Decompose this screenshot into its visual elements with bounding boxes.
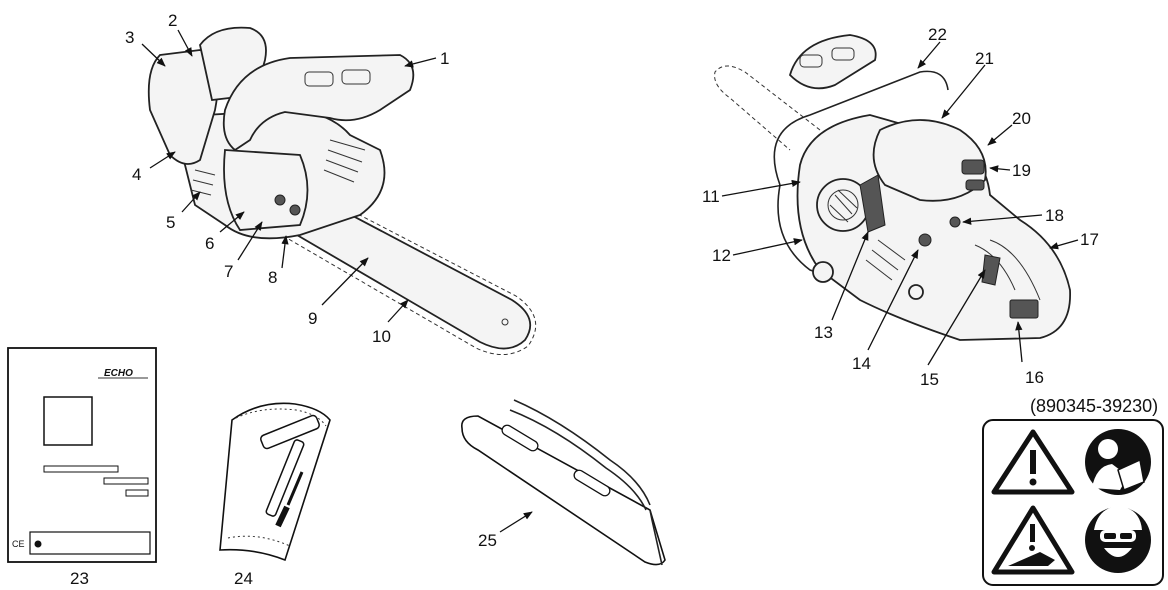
manual-brand-logo: ECHO [104, 368, 133, 379]
callout-25: 25 [478, 531, 497, 550]
callout-9: 9 [308, 309, 317, 328]
operators-manual: ECHO CE [7, 347, 157, 563]
callout-12: 12 [712, 246, 731, 265]
callout-17: 17 [1080, 230, 1099, 249]
callout-10: 10 [372, 327, 391, 346]
callout-19: 19 [1012, 161, 1031, 180]
callout-16: 16 [1025, 368, 1044, 387]
callout-3: 3 [125, 28, 134, 47]
callout-15: 15 [920, 370, 939, 389]
protective-gear-icon [1085, 506, 1151, 573]
warning-label [982, 419, 1164, 586]
callout-24: 24 [234, 569, 253, 588]
chainsaw-left-view [147, 26, 537, 355]
callout-8: 8 [268, 268, 277, 287]
callout-5: 5 [166, 213, 175, 232]
callout-13: 13 [814, 323, 833, 342]
callout-11: 11 [702, 187, 720, 206]
callout-6: 6 [205, 234, 214, 253]
combination-wrench-icon [260, 414, 320, 517]
manual-ce-mark: CE [12, 539, 25, 549]
guide-bar-cover [461, 399, 666, 566]
callout-23: 23 [70, 569, 89, 588]
callout-18: 18 [1045, 206, 1064, 225]
callout-4: 4 [132, 165, 141, 184]
callouts-left: 1 2 3 4 5 6 7 8 9 10 [125, 11, 449, 346]
read-manual-icon [1085, 429, 1151, 495]
kickback-warning-icon [991, 505, 1075, 575]
screwdriver-icon [275, 471, 304, 528]
callout-1: 1 [440, 49, 449, 68]
callouts-right: 11 12 13 14 15 16 17 18 19 20 21 22 [702, 25, 1099, 389]
warning-triangle-icon [991, 429, 1075, 495]
callout-20: 20 [1012, 109, 1031, 128]
callout-2: 2 [168, 11, 177, 30]
leader-lines-right [721, 41, 1079, 366]
callout-22: 22 [928, 25, 947, 44]
callout-14: 14 [852, 354, 871, 373]
tool-kit-bag [219, 402, 331, 562]
chainsaw-right-view [714, 34, 1071, 341]
leader-lines-left [141, 29, 437, 323]
label-part-number: (890345-39230) [1030, 396, 1158, 416]
callout-7: 7 [224, 262, 233, 281]
callout-21: 21 [975, 49, 994, 68]
